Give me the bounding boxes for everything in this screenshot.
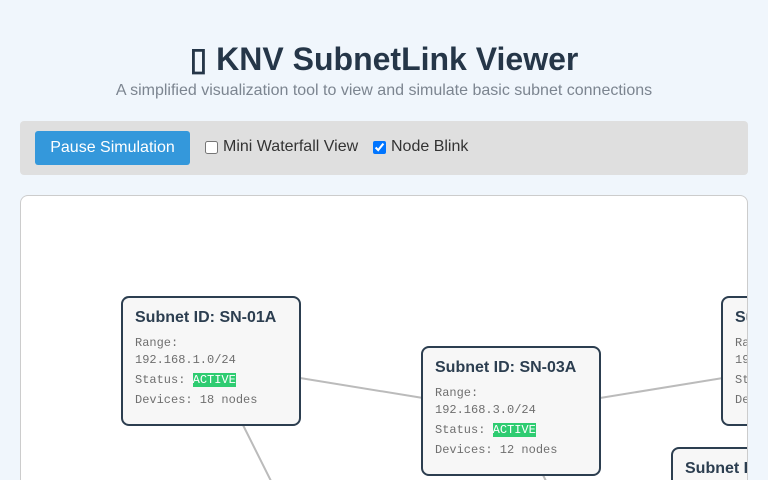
link-line [599,377,724,399]
node-status: St [735,373,748,387]
node-title: Subnet ID: SN-01A [135,309,277,326]
link-line [242,424,272,480]
connection-lines [242,377,724,480]
mini-waterfall-toggle[interactable]: Mini Waterfall View [205,138,358,156]
subnet-node-card[interactable]: Subnet I [671,447,748,480]
node-range: Range:192.168.1.0/24 [135,336,236,367]
subnet-node-card[interactable]: Subnet ID: SN-01A Range:192.168.1.0/24 S… [121,296,301,426]
node-blink-toggle[interactable]: Node Blink [373,138,468,156]
link-line [299,377,424,399]
page-title: ▯ KNV SubnetLink Viewer [0,40,768,78]
network-view[interactable]: Subnet ID: SN-01A Range:192.168.1.0/24 S… [20,195,748,480]
node-devices: De [735,393,748,407]
mini-waterfall-checkbox[interactable] [205,140,218,154]
node-status: Status: ACTIVE [135,373,236,387]
node-title: Subnet ID: SN-03A [435,359,577,376]
node-blink-checkbox[interactable] [373,140,386,154]
node-devices: Devices: 12 nodes [435,443,558,457]
node-title: Subnet I [685,460,748,477]
subnet-node-card[interactable]: Subnet ID: SN-03A Range:192.168.3.0/24 S… [421,346,601,476]
controls-bar: Pause Simulation Mini Waterfall View Nod… [20,121,748,175]
title-text: KNV SubnetLink Viewer [216,41,579,77]
status-badge: ACTIVE [192,373,236,387]
page-subtitle: A simplified visualization tool to view … [115,82,653,99]
node-range: Range:192.168.3.0/24 [435,386,536,417]
status-badge: ACTIVE [492,423,536,437]
node-blink-label: Node Blink [391,138,469,155]
link-line [542,474,547,480]
node-title: Su [735,309,747,326]
node-devices: Devices: 18 nodes [135,393,258,407]
pause-simulation-button[interactable]: Pause Simulation [35,131,190,165]
app-icon: ▯ [189,41,208,77]
mini-waterfall-label: Mini Waterfall View [223,138,359,155]
node-status: Status: ACTIVE [435,423,536,437]
